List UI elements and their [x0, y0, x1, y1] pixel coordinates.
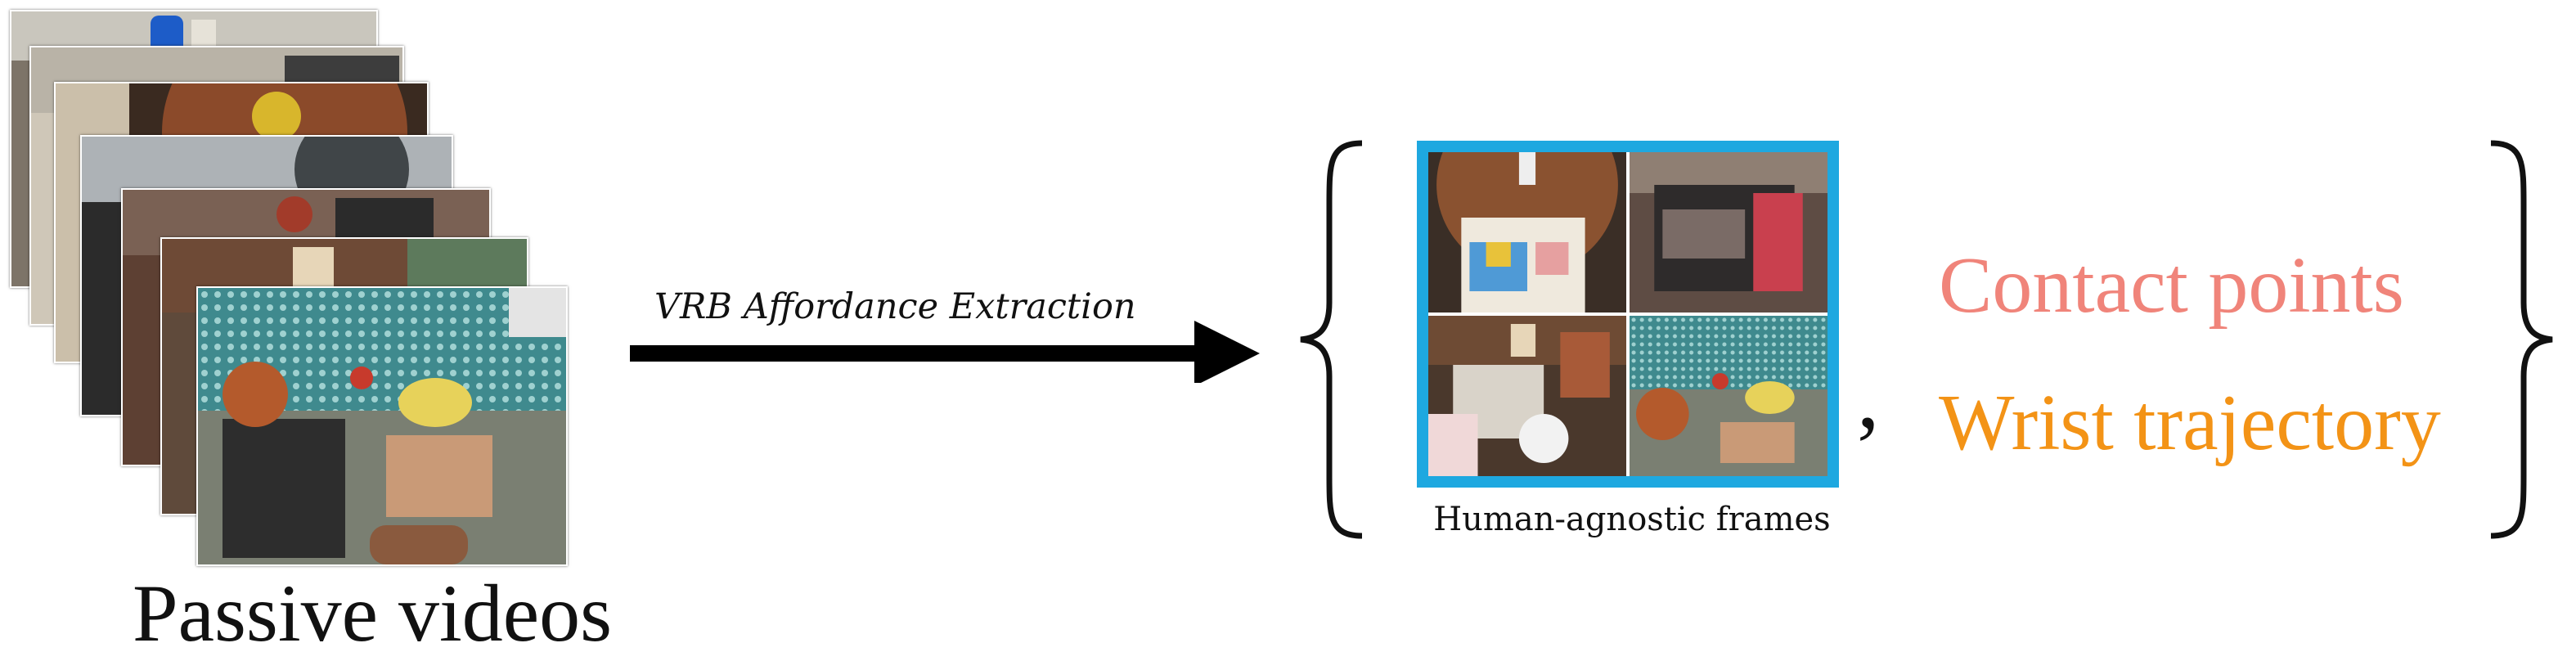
vrb-affordance-extraction-label: VRB Affordance Extraction [654, 286, 1136, 327]
separator-comma: , [1857, 347, 1880, 447]
contact-points-label: Contact points [1939, 241, 2404, 330]
human-agnostic-frames-caption: Human-agnostic frames [1433, 501, 1831, 538]
human-agnostic-frames-grid [1417, 141, 1839, 488]
process-arrow [630, 321, 1260, 383]
frame-cell-bottom-right [1630, 316, 1827, 476]
frame-cell-top-right [1630, 152, 1827, 313]
wrist-trajectory-label: Wrist trajectory [1939, 379, 2441, 467]
video-frame-7 [196, 286, 568, 566]
left-curly-brace [1300, 140, 1363, 539]
passive-videos-caption: Passive videos [133, 568, 613, 659]
frame-cell-top-left [1428, 152, 1626, 313]
passive-video-stack [0, 0, 589, 573]
frame-cell-bottom-left [1428, 316, 1626, 476]
right-curly-brace [2490, 140, 2553, 539]
